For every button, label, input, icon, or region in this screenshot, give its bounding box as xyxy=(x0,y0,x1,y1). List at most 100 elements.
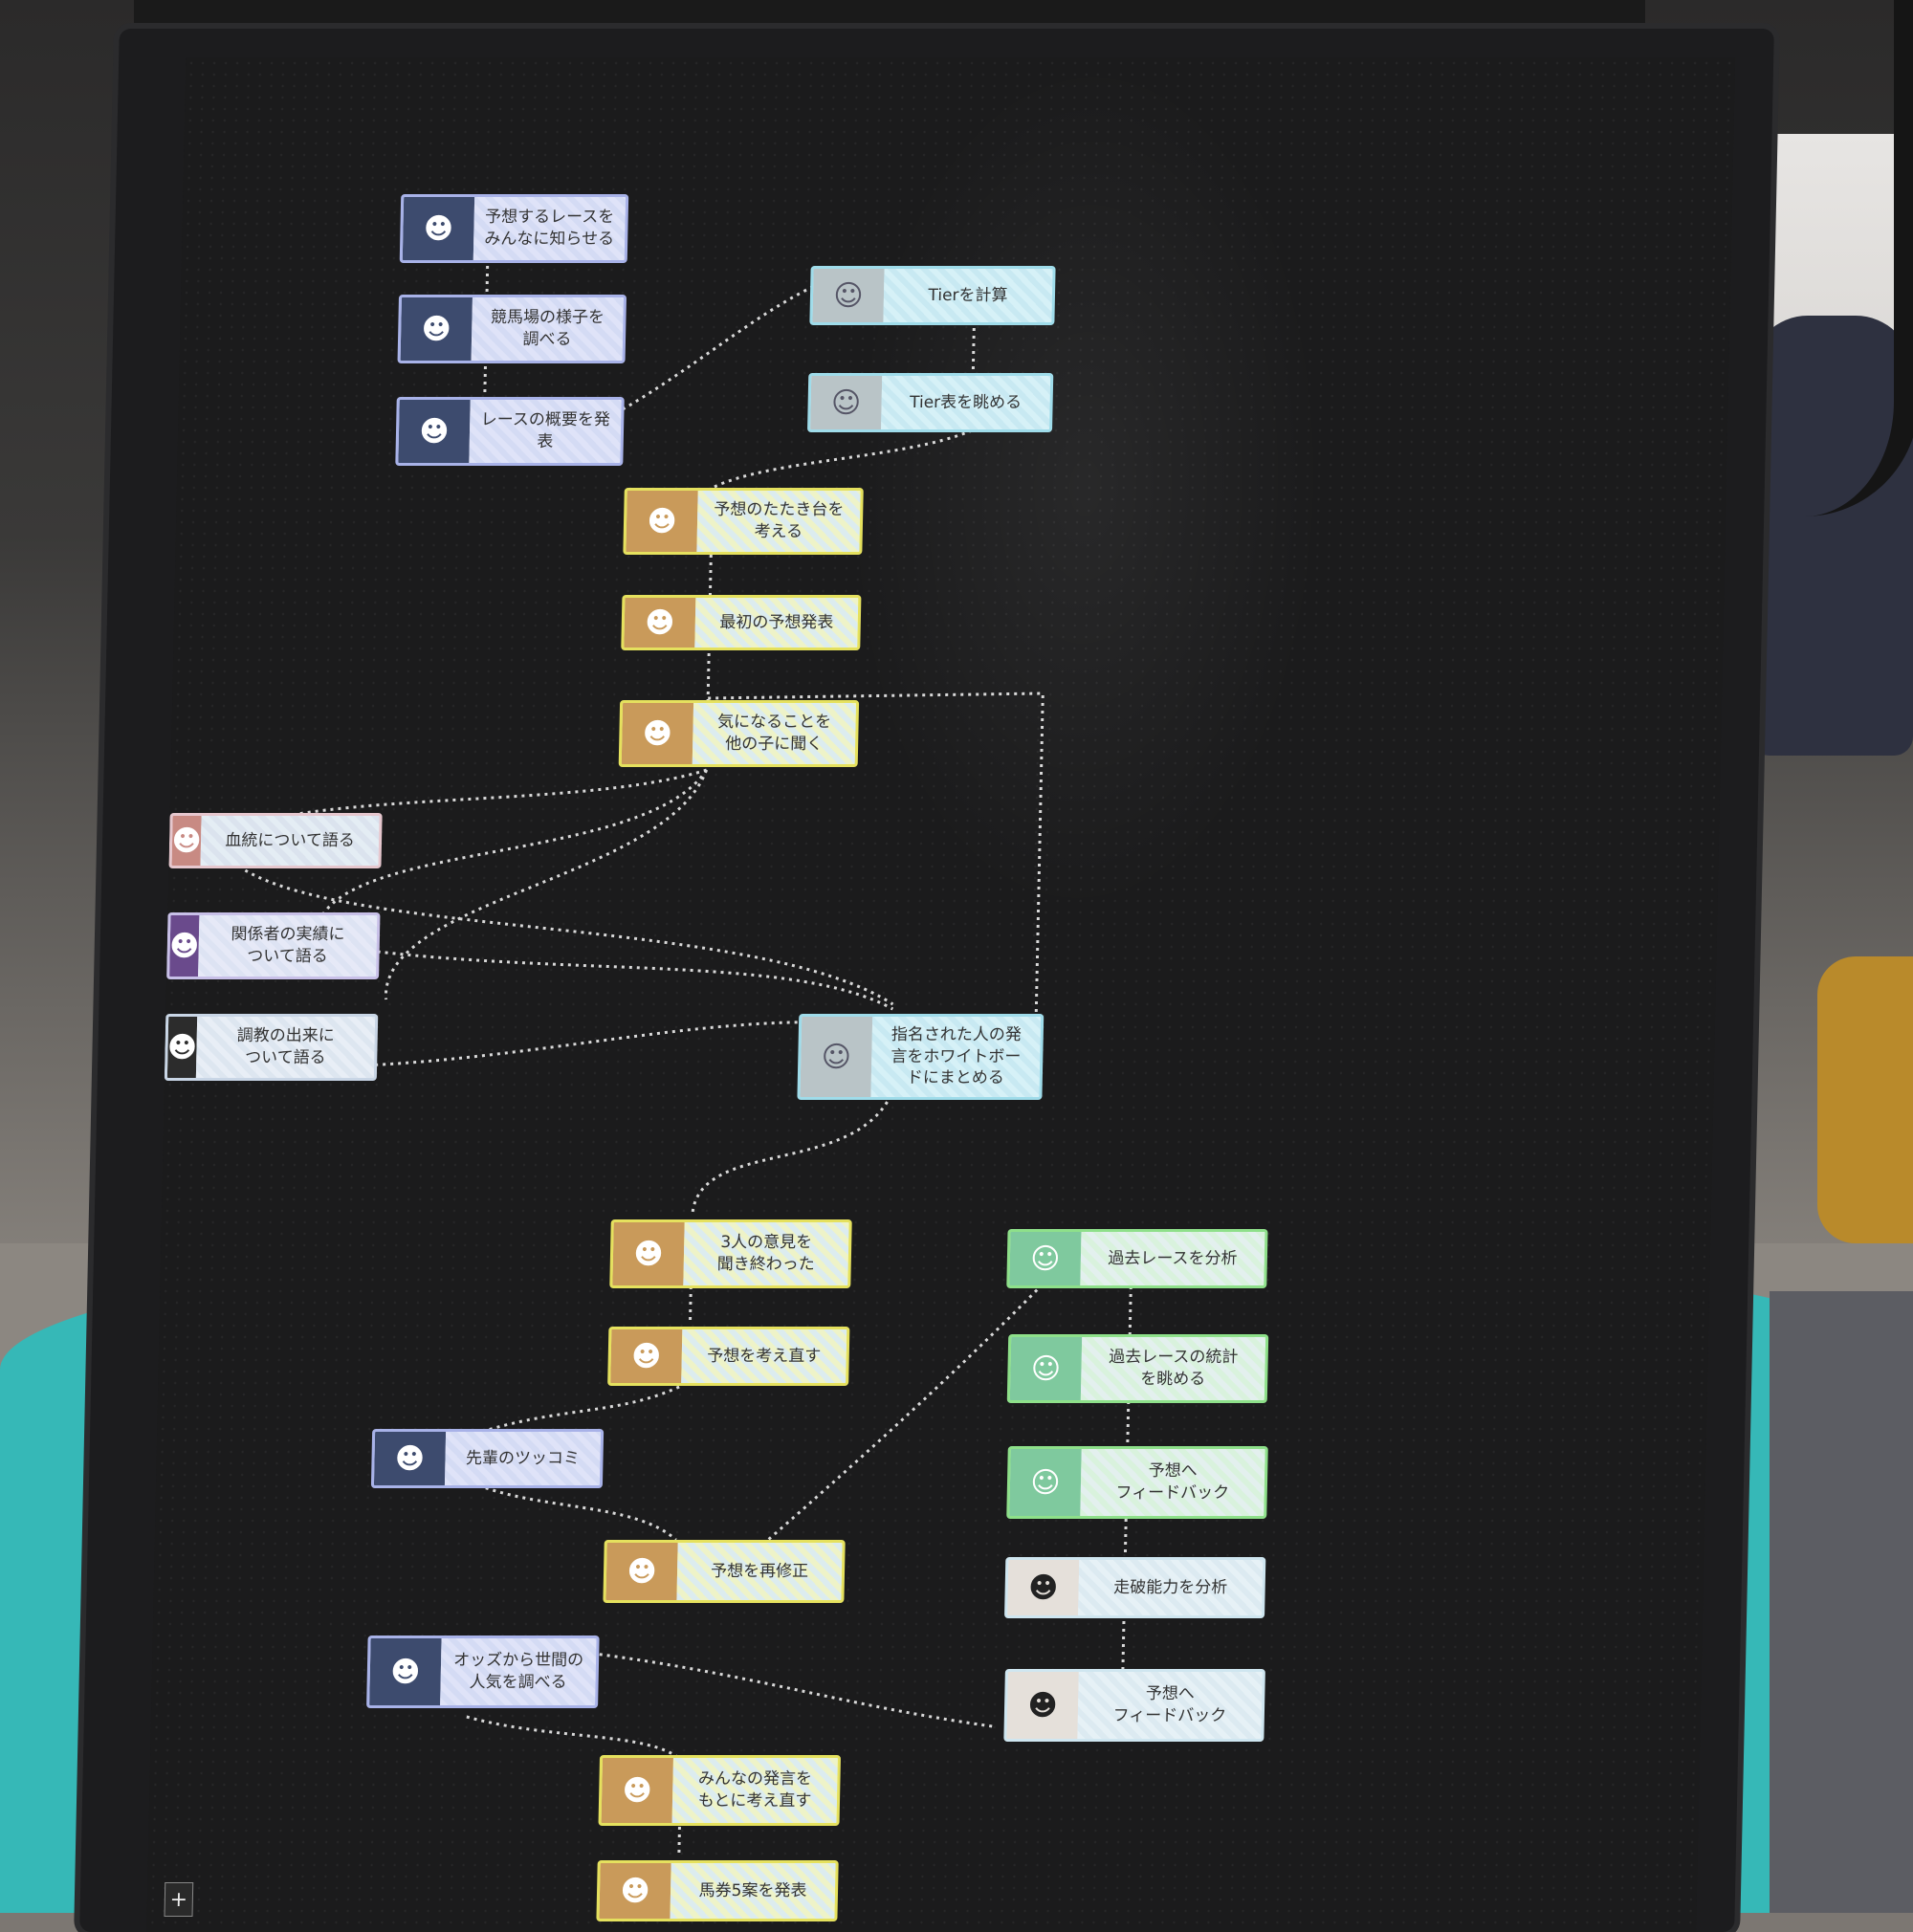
node-n10[interactable]: ☻ 関係者の実績に ついて語る xyxy=(166,912,381,979)
node-n6[interactable]: ☻ 予想のたたき台を 考える xyxy=(623,488,864,555)
character-avatar-icon: ☻ xyxy=(621,703,694,764)
edge-n22-n23 xyxy=(1123,1511,1128,1559)
character-avatar-icon: ☻ xyxy=(1007,1560,1080,1615)
node-n2[interactable]: ☻ 競馬場の様子を 調べる xyxy=(397,295,627,363)
node-n17[interactable]: ☻ オッズから世間の 人気を調べる xyxy=(366,1636,600,1708)
node-n20[interactable]: ☺ 過去レースを分析 xyxy=(1006,1229,1268,1288)
edge-n8-n10 xyxy=(319,769,708,919)
node-label: 予想を考え直す xyxy=(681,1329,847,1383)
character-avatar-icon: ☺ xyxy=(1009,1337,1083,1400)
node-n16[interactable]: ☻ 予想を再修正 xyxy=(603,1540,846,1603)
node-label: 関係者の実績に ついて語る xyxy=(198,915,378,977)
node-n23[interactable]: ☻ 走破能力を分析 xyxy=(1004,1557,1266,1618)
character-avatar-icon: ☺ xyxy=(1009,1449,1082,1516)
character-avatar-icon: ☻ xyxy=(167,1017,198,1078)
edge-n10-n12 xyxy=(377,950,894,1011)
character-avatar-icon: ☻ xyxy=(402,197,475,260)
edge-n17-n18 xyxy=(466,1715,682,1762)
edge-n11-n12 xyxy=(337,1021,855,1068)
node-n13[interactable]: ☻ 3人の意見を 聞き終わった xyxy=(609,1219,852,1288)
node-label: 過去レースを分析 xyxy=(1080,1232,1265,1285)
node-label: 調教の出来に ついて語る xyxy=(195,1017,376,1078)
node-label: 予想のたたき台を 考える xyxy=(696,491,861,552)
background-top-bar xyxy=(134,0,1645,29)
node-n14[interactable]: ☻ 予想を考え直す xyxy=(607,1327,850,1386)
node-n24[interactable]: ☻ 予想へ フィードバック xyxy=(1003,1669,1265,1742)
background-person xyxy=(1750,316,1913,756)
node-label: 予想を再修正 xyxy=(676,1543,843,1600)
node-n22[interactable]: ☺ 予想へ フィードバック xyxy=(1006,1446,1268,1519)
node-n21[interactable]: ☺ 過去レースの統計 を眺める xyxy=(1006,1334,1269,1403)
node-label: 3人の意見を 聞き終わった xyxy=(683,1222,849,1285)
node-label: 先輩のツッコミ xyxy=(444,1432,602,1485)
character-avatar-icon: ☻ xyxy=(398,400,471,463)
node-label: Tier表を眺める xyxy=(881,376,1051,429)
character-avatar-icon: ☺ xyxy=(800,1017,873,1097)
edge-n21-n22 xyxy=(1126,1401,1131,1449)
character-avatar-icon: ☻ xyxy=(373,1432,447,1485)
edge-n8-n9 xyxy=(275,768,708,820)
character-avatar-icon: ☺ xyxy=(812,269,885,322)
character-avatar-icon: ☻ xyxy=(169,915,200,977)
zoom-in-button[interactable]: + xyxy=(164,1882,194,1917)
node-n12[interactable]: ☺ 指名された人の発 言をホワイトボー ドにまとめる xyxy=(797,1014,1044,1100)
node-label: 血統について語る xyxy=(200,816,380,866)
character-avatar-icon: ☻ xyxy=(400,297,473,361)
character-avatar-icon: ☻ xyxy=(626,491,698,552)
character-avatar-icon: ☻ xyxy=(1006,1672,1079,1739)
character-avatar-icon: ☻ xyxy=(171,816,202,866)
node-n19[interactable]: ☻ 馬券5案を発表 xyxy=(596,1860,839,1921)
edge-n16-n20 xyxy=(756,1275,1051,1551)
edge-n13-n14 xyxy=(688,1286,693,1325)
edge-n2-n3 xyxy=(483,359,488,392)
edge-n12-n13 xyxy=(691,1094,892,1216)
node-n3[interactable]: ☻ レースの概要を発 表 xyxy=(395,397,625,466)
node-label: 予想へ フィードバック xyxy=(1080,1449,1265,1516)
node-n1[interactable]: ☻ 予想するレースを みんなに知らせる xyxy=(399,194,629,263)
node-label: Tierを計算 xyxy=(883,269,1053,322)
node-label: 過去レースの統計 を眺める xyxy=(1080,1337,1266,1400)
character-avatar-icon: ☻ xyxy=(601,1758,673,1823)
flow-canvas[interactable]: ☻ 予想するレースを みんなに知らせる ☻ 競馬場の様子を 調べる ☻ レースの… xyxy=(146,57,1736,1932)
node-label: 最初の予想発表 xyxy=(694,598,859,648)
edge-n9-n12 xyxy=(244,868,894,1006)
node-label: 気になることを 他の子に聞く xyxy=(692,703,857,764)
background-yellow-object xyxy=(1817,956,1913,1243)
node-label: 競馬場の様子を 調べる xyxy=(471,297,624,361)
node-label: 予想へ フィードバック xyxy=(1077,1672,1263,1739)
node-label: レースの概要を発 表 xyxy=(469,400,622,463)
node-label: オッズから世間の 人気を調べる xyxy=(440,1638,597,1705)
node-n11[interactable]: ☻ 調教の出来に ついて語る xyxy=(164,1014,379,1081)
edge-n15-n16 xyxy=(471,1481,677,1542)
node-n9[interactable]: ☻ 血統について語る xyxy=(168,813,383,868)
node-n18[interactable]: ☻ みんなの発言を もとに考え直す xyxy=(598,1755,842,1826)
character-avatar-icon: ☻ xyxy=(605,1543,678,1600)
character-avatar-icon: ☻ xyxy=(624,598,696,648)
node-n15[interactable]: ☻ 先輩のツッコミ xyxy=(370,1429,605,1488)
edge-n5-n6 xyxy=(712,428,973,490)
character-avatar-icon: ☻ xyxy=(612,1222,685,1285)
node-label: 走破能力を分析 xyxy=(1078,1560,1264,1615)
node-label: 指名された人の発 言をホワイトボー ドにまとめる xyxy=(870,1017,1042,1097)
monitor-cable xyxy=(1741,0,1913,516)
character-avatar-icon: ☻ xyxy=(610,1329,683,1383)
character-avatar-icon: ☺ xyxy=(1009,1232,1082,1285)
node-label: 予想するレースを みんなに知らせる xyxy=(473,197,627,260)
edge-n23-n24 xyxy=(1121,1621,1126,1669)
node-label: 馬券5案を発表 xyxy=(670,1863,836,1919)
node-n7[interactable]: ☻ 最初の予想発表 xyxy=(621,595,862,650)
edge-n6-n7 xyxy=(708,555,713,598)
character-avatar-icon: ☻ xyxy=(599,1863,671,1919)
monitor-bezel: ☻ 予想するレースを みんなに知らせる ☻ 競馬場の様子を 調べる ☻ レースの… xyxy=(79,29,1774,1932)
node-label: みんなの発言を もとに考え直す xyxy=(671,1758,838,1823)
edge-n1-n2 xyxy=(485,258,490,292)
edge-n7-n8 xyxy=(706,646,711,703)
node-n8[interactable]: ☻ 気になることを 他の子に聞く xyxy=(618,700,860,767)
character-avatar-icon: ☺ xyxy=(810,376,883,429)
edge-n14-n15 xyxy=(472,1385,680,1437)
node-n4[interactable]: ☺ Tierを計算 xyxy=(809,266,1056,325)
character-avatar-icon: ☻ xyxy=(369,1638,442,1705)
node-n5[interactable]: ☺ Tier表を眺める xyxy=(807,373,1054,432)
edge-n18-n19 xyxy=(677,1827,681,1855)
edge-n20-n21 xyxy=(1128,1286,1132,1339)
